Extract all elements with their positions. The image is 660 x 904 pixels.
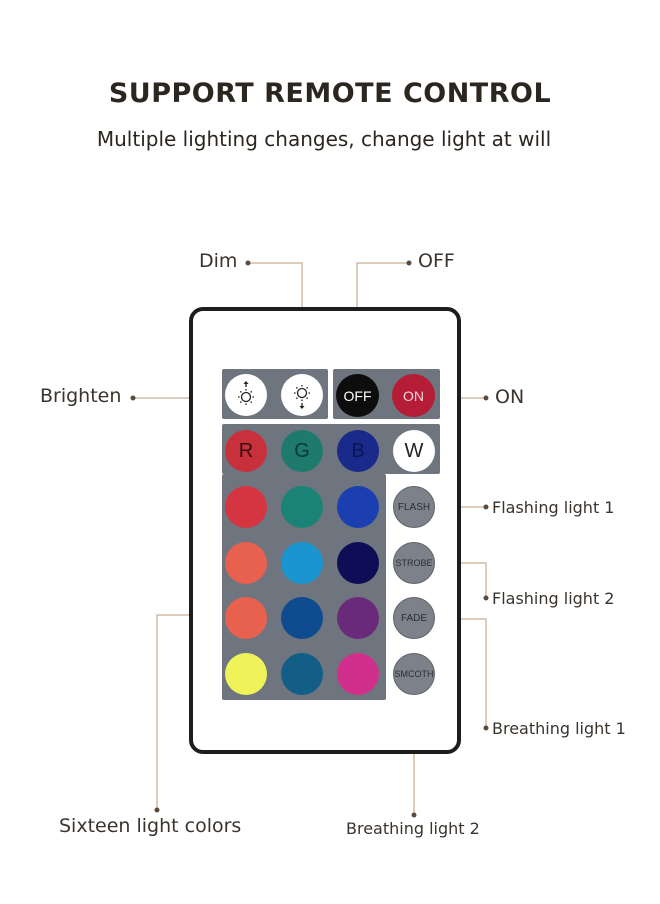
sun-up-icon [238, 381, 254, 405]
white-button[interactable]: W [393, 430, 435, 472]
color-button[interactable] [225, 486, 267, 528]
sixteen-dot [154, 807, 160, 813]
flashing2-dot [483, 595, 489, 601]
dim-button[interactable] [281, 374, 323, 416]
breathing1-dot [483, 725, 489, 731]
flash-button[interactable]: FLASH [393, 486, 435, 528]
color-button[interactable] [337, 486, 379, 528]
off-label: OFF [418, 250, 455, 272]
color-button[interactable] [225, 653, 267, 695]
dim-dot [245, 260, 251, 266]
green-button[interactable]: G [281, 430, 323, 472]
dim-label: Dim [199, 250, 238, 272]
color-button[interactable] [281, 486, 323, 528]
flashing1-label: Flashing light 1 [492, 498, 615, 517]
brighten-dot [130, 395, 136, 401]
breathing2-label: Breathing light 2 [346, 819, 480, 838]
color-button[interactable] [281, 653, 323, 695]
on-button[interactable]: ON [392, 374, 435, 417]
strobe-button[interactable]: STROBE [393, 542, 435, 584]
brighten-button[interactable] [225, 374, 267, 416]
fade-button[interactable]: FADE [393, 597, 435, 639]
flashing1-dot [483, 504, 489, 510]
off-button[interactable]: OFF [336, 374, 379, 417]
flashing2-label: Flashing light 2 [492, 589, 615, 608]
blue-button[interactable]: B [337, 430, 379, 472]
color-button[interactable] [337, 542, 379, 584]
color-button[interactable] [281, 597, 323, 639]
off-dot [406, 260, 412, 266]
on-dot [483, 395, 489, 401]
color-button[interactable] [225, 597, 267, 639]
page-title: SUPPORT REMOTE CONTROL [108, 78, 552, 109]
page-subtitle: Multiple lighting changes, change light … [96, 127, 552, 151]
color-button[interactable] [337, 597, 379, 639]
sixteen-label: Sixteen light colors [59, 815, 242, 837]
color-button[interactable] [281, 542, 323, 584]
red-button[interactable]: R [225, 430, 267, 472]
sun-down-icon [294, 385, 310, 409]
breathing2-dot [411, 812, 417, 818]
color-button[interactable] [225, 542, 267, 584]
breathing1-label: Breathing light 1 [492, 719, 626, 738]
color-button[interactable] [337, 653, 379, 695]
smooth-button[interactable]: SMCOTH [393, 653, 435, 695]
brighten-label: Brighten [40, 385, 122, 407]
on-label: ON [495, 386, 525, 408]
